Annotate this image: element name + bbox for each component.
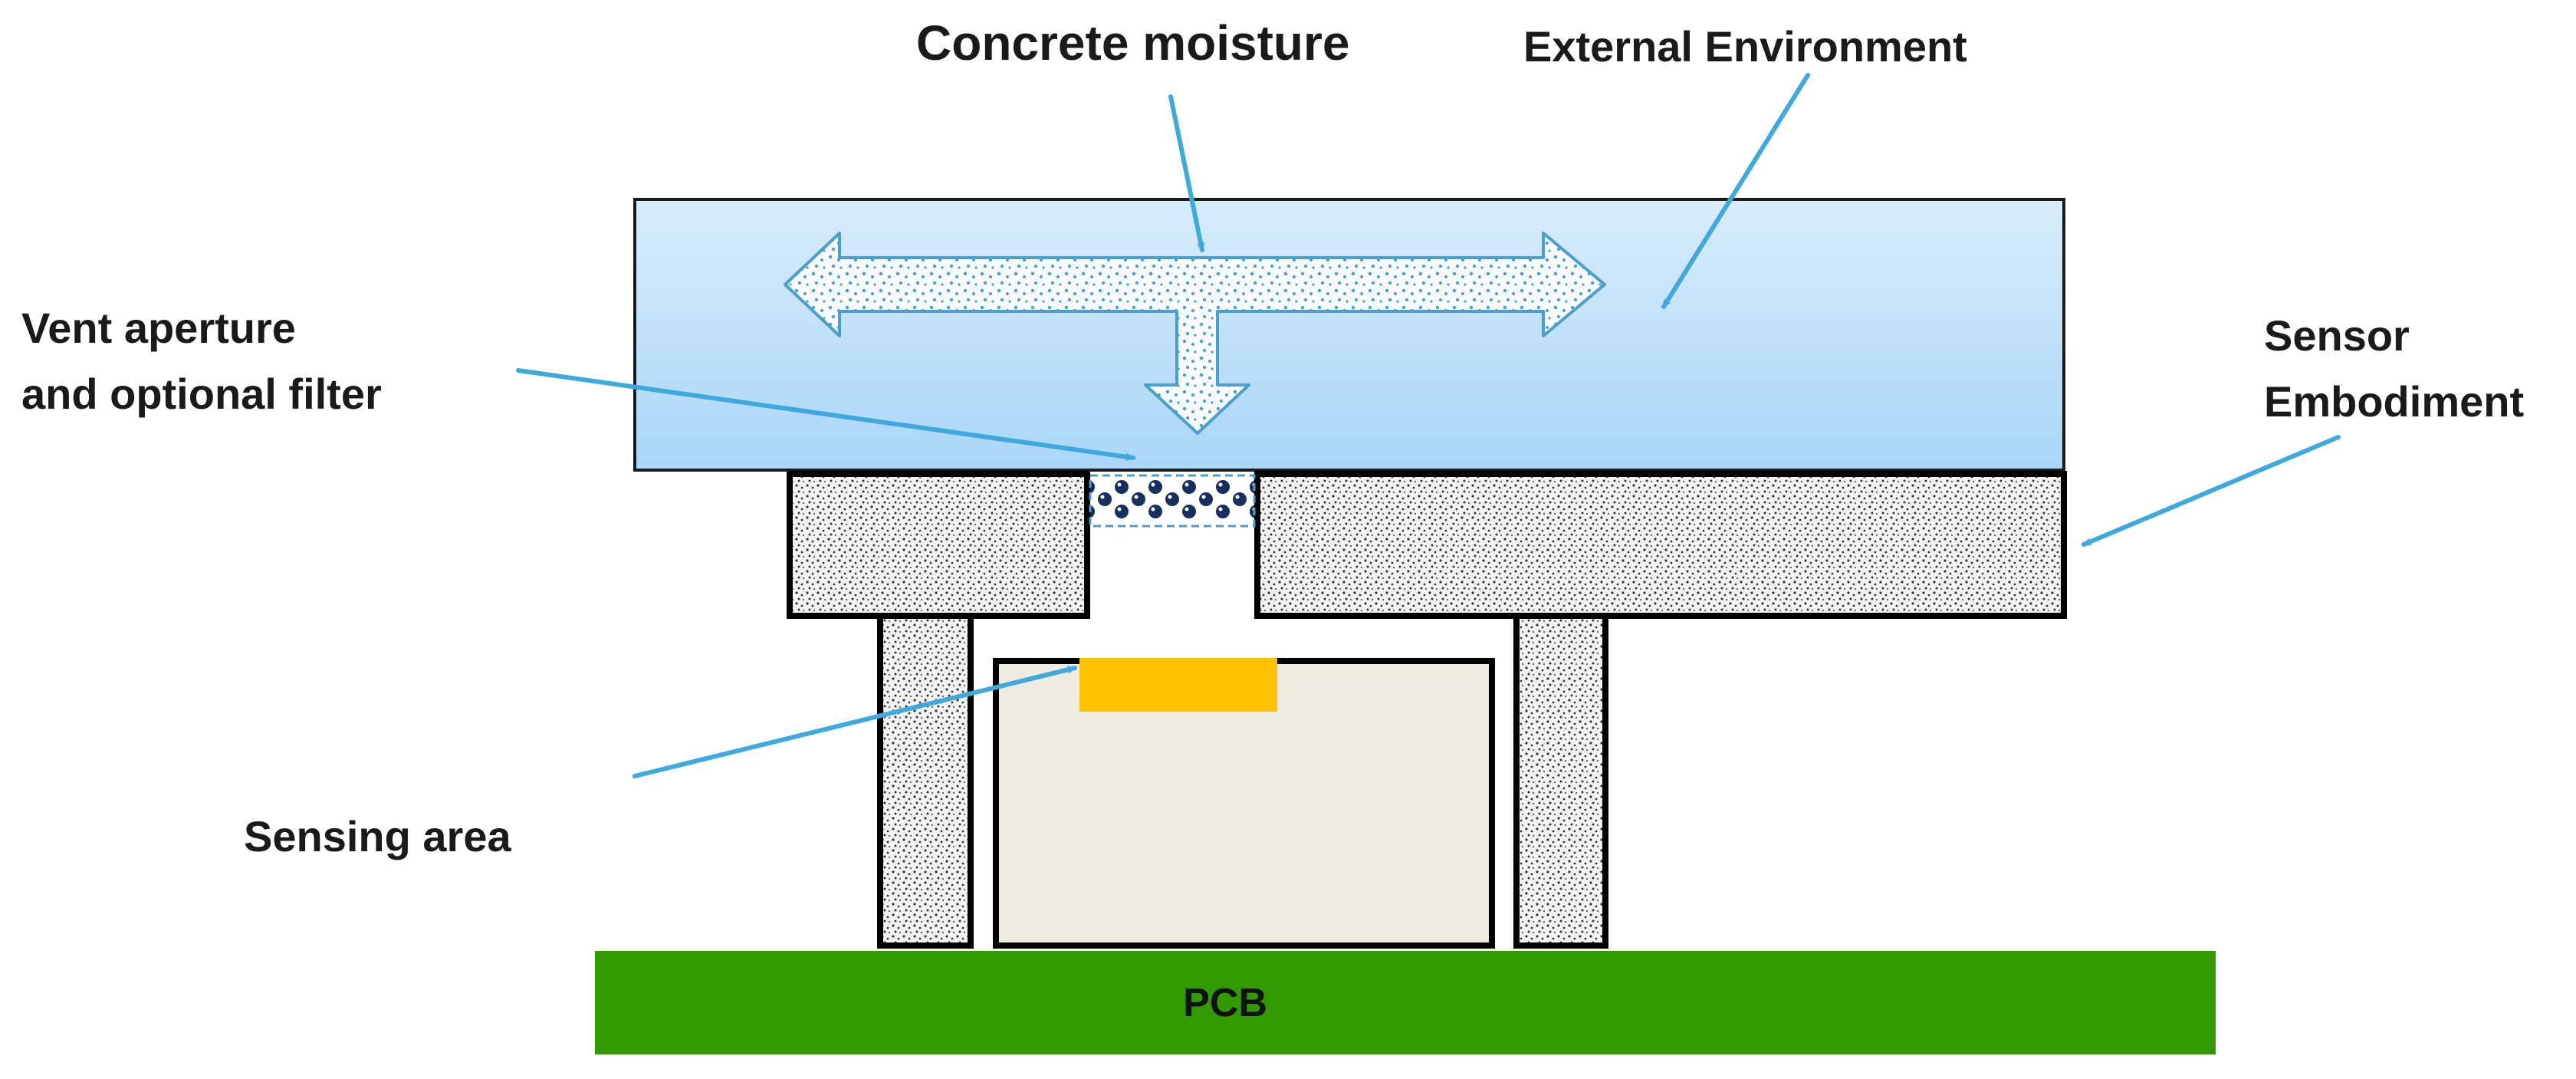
- housing-left-slab: [787, 471, 1090, 619]
- pointer-external-environment: [1661, 73, 1810, 309]
- sensing-area-pad: [1079, 658, 1277, 712]
- pointer-sensor-embodiment: [2082, 435, 2341, 547]
- label-concrete-moisture: Concrete moisture: [916, 15, 1349, 71]
- label-vent-aperture-line1: Vent aperture: [21, 304, 296, 352]
- vent-filter: [1089, 474, 1256, 528]
- moisture-flow-arrow-icon: [784, 232, 1606, 435]
- pointer-vent-aperture: [516, 368, 1135, 458]
- label-sensing-area: Sensing area: [244, 812, 511, 860]
- label-external-environment: External Environment: [1523, 22, 1967, 71]
- pcb-board: [595, 951, 2216, 1054]
- label-sensor-embodiment-line2: Embodiment: [2264, 377, 2524, 426]
- pointer-concrete-moisture: [1168, 94, 1202, 252]
- housing-right-leg: [1513, 613, 1608, 949]
- external-environment-block: [633, 198, 2065, 472]
- label-vent-aperture-line2: and optional filter: [21, 370, 382, 418]
- pointer-sensing-area: [632, 666, 1077, 778]
- housing-left-leg: [877, 613, 974, 949]
- housing-right-slab: [1254, 471, 2067, 619]
- pcb-label: PCB: [1183, 981, 1267, 1025]
- label-sensor-embodiment-line1: Sensor: [2264, 311, 2410, 360]
